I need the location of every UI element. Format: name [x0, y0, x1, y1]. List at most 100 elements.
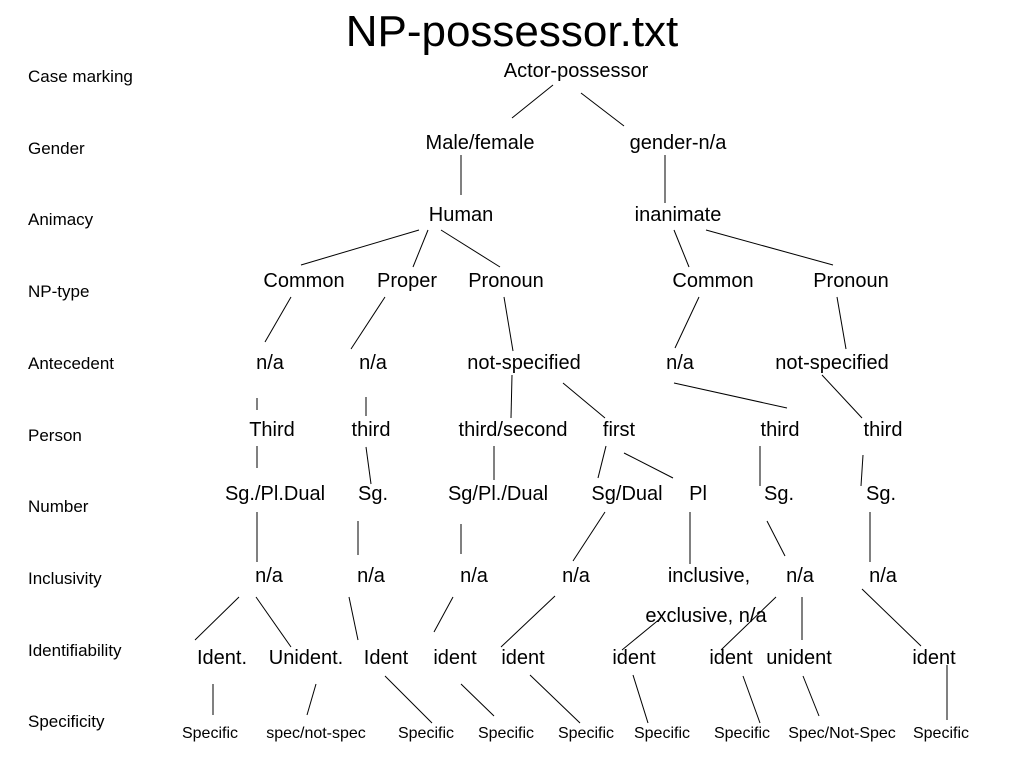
node-sg-pl-dual: Sg/Pl./Dual [447, 483, 549, 505]
node-inclusive: inclusive, [667, 565, 751, 587]
edge [720, 596, 777, 651]
node-actor-possessor: Actor-possessor [503, 60, 649, 82]
node-third-second: third/second [458, 419, 568, 441]
node-sg: Sg. [357, 483, 389, 505]
node-specific: Specific [397, 725, 455, 742]
node-gender-na: gender-n/a [629, 132, 727, 154]
edge [674, 296, 700, 349]
node-inanimate: inanimate [634, 204, 722, 226]
node-not-specified: not-specified [775, 352, 889, 374]
row-label-inclusivity: Inclusivity [28, 569, 102, 588]
edge [766, 520, 786, 557]
page-title: NP-possessor.txt [345, 7, 679, 56]
node-specific: Specific [912, 725, 970, 742]
node-common: Common [263, 270, 345, 292]
edge [460, 683, 495, 717]
edge [510, 374, 513, 419]
node-third: Third [249, 419, 295, 441]
edge [500, 595, 556, 648]
node-unident: unident [766, 647, 832, 669]
edge [621, 617, 662, 651]
node-na: n/a [256, 352, 284, 374]
node-specific: Specific [181, 725, 239, 742]
edge [300, 229, 420, 266]
node-na: n/a [562, 565, 590, 587]
edge [255, 596, 292, 648]
edge [384, 675, 433, 724]
node-na: n/a [460, 565, 488, 587]
node-specific: Specific [477, 725, 535, 742]
edge [597, 445, 607, 479]
edge [742, 675, 761, 724]
edge [705, 229, 834, 266]
row-label-np-type: NP-type [28, 282, 90, 301]
node-specific: Specific [713, 725, 771, 742]
node-proper: Proper [376, 270, 438, 292]
node-ident: ident [612, 647, 656, 669]
node-common: Common [672, 270, 754, 292]
edge [580, 92, 625, 127]
node-pronoun: Pronoun [813, 270, 889, 292]
node-specific: Specific [557, 725, 615, 742]
edge [673, 229, 690, 268]
node-sg: Sg. [763, 483, 795, 505]
edge [412, 229, 429, 268]
edge [511, 84, 554, 119]
row-label-specificity: Specificity [28, 712, 105, 731]
node-na: n/a [786, 565, 814, 587]
edge [194, 596, 240, 641]
node-exclusive-na: exclusive, n/a [645, 605, 767, 627]
node-sg-pl-dual: Sg./Pl.Dual [224, 483, 326, 505]
edge [562, 382, 606, 419]
edge [365, 446, 372, 485]
row-label-case-marking: Case marking [28, 67, 133, 86]
node-not-specified: not-specified [467, 352, 581, 374]
edge [821, 374, 863, 419]
edge [348, 596, 359, 641]
node-third: third [863, 419, 903, 441]
edge [440, 229, 501, 268]
edge [673, 382, 788, 409]
node-specific: Specific [633, 725, 691, 742]
edge [861, 588, 922, 647]
edge [350, 296, 386, 350]
row-label-person: Person [28, 426, 82, 445]
node-ident: Ident. [196, 647, 248, 669]
row-label-number: Number [28, 497, 89, 516]
edge [264, 296, 292, 343]
edge [306, 683, 317, 716]
edge [802, 675, 820, 717]
node-pronoun: Pronoun [468, 270, 544, 292]
row-label-animacy: Animacy [28, 210, 94, 229]
node-ident: ident [912, 647, 956, 669]
node-na: n/a [359, 352, 387, 374]
node-na: n/a [357, 565, 385, 587]
node-pl: Pl [689, 483, 707, 505]
node-male-female: Male/female [425, 132, 535, 154]
node-ident: Ident [363, 647, 409, 669]
node-na: n/a [666, 352, 694, 374]
edge [860, 454, 864, 487]
edge [433, 596, 454, 633]
node-na: n/a [869, 565, 897, 587]
node-ident: ident [433, 647, 477, 669]
row-label-gender: Gender [28, 139, 85, 158]
row-label-antecedent: Antecedent [28, 354, 115, 373]
node-human: Human [428, 204, 494, 226]
node-third: third [760, 419, 800, 441]
row-label-identifiability: Identifiability [28, 641, 122, 660]
edge [503, 296, 514, 352]
node-first: first [602, 419, 636, 441]
node-ident: ident [709, 647, 753, 669]
node-spec-not-spec: spec/not-spec [266, 725, 366, 742]
edge [632, 674, 649, 724]
edge [623, 452, 674, 479]
node-na: n/a [255, 565, 283, 587]
node-spec-not-spec: Spec/Not-Spec [788, 725, 896, 742]
node-third: third [351, 419, 391, 441]
edge [836, 296, 847, 350]
node-ident: ident [501, 647, 545, 669]
node-unident: Unident. [268, 647, 344, 669]
edge [572, 511, 606, 562]
